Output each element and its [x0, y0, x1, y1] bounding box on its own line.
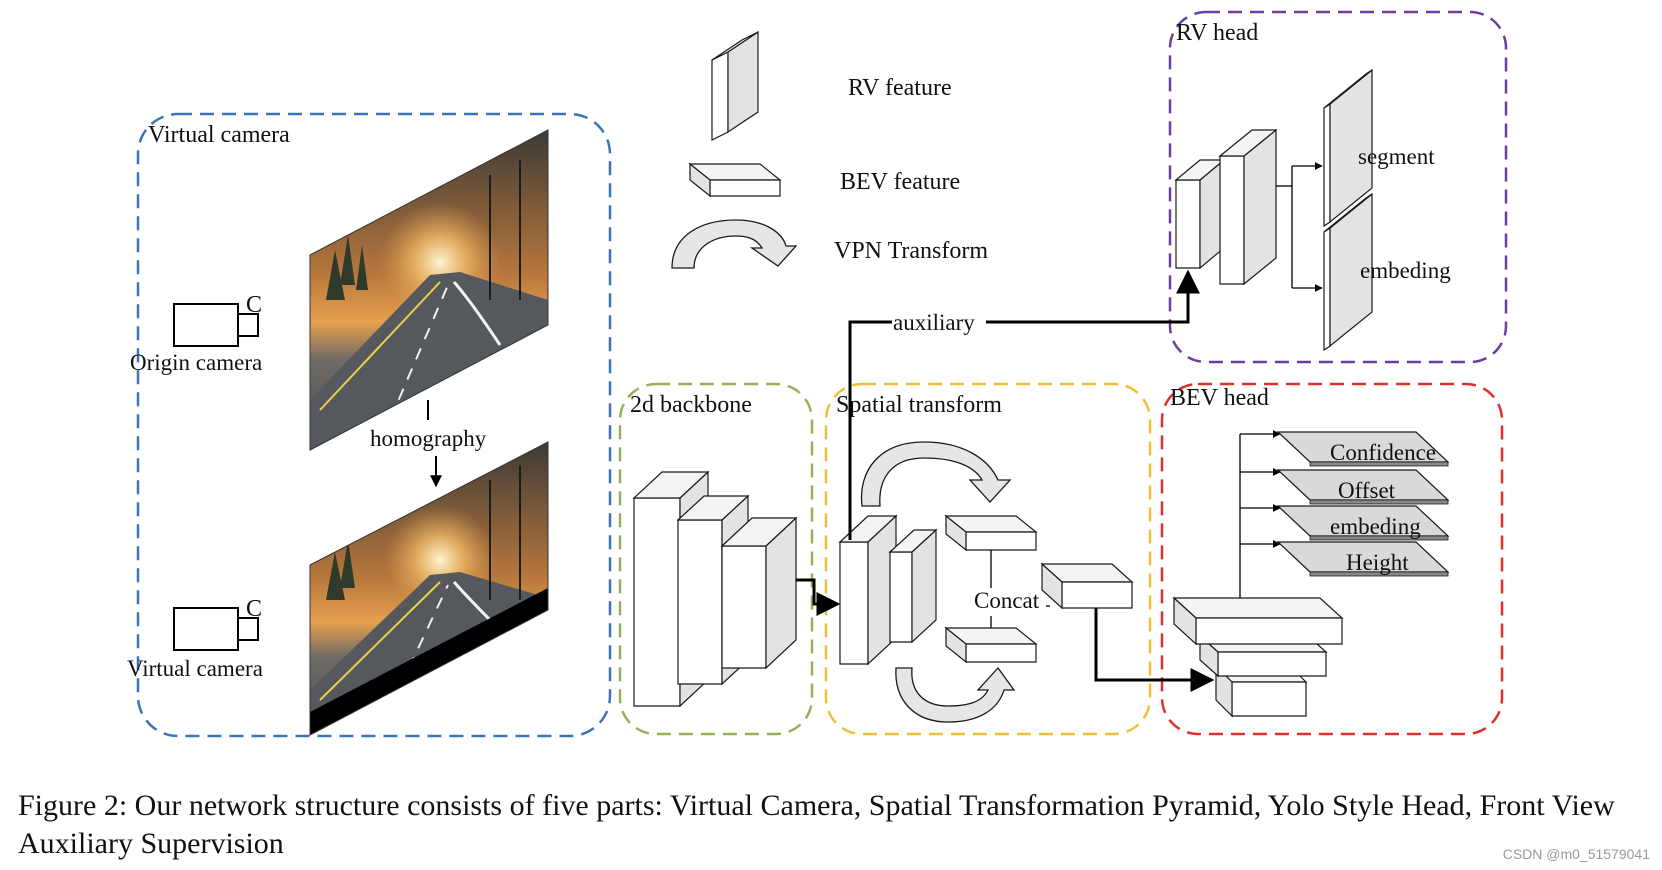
- bev-head-block-1: [1172, 596, 1344, 646]
- legend-vpn-transform-icon: [671, 219, 798, 269]
- bev-output-embeding-label: embeding: [1330, 514, 1421, 539]
- backbone-to-spatial-arrow: [796, 578, 841, 616]
- bev-output-embeding-plane: [1276, 505, 1450, 541]
- virtual-camera-icon: [173, 607, 259, 651]
- rv-head-frame: [1168, 10, 1508, 364]
- origin-camera-label: Origin camera: [130, 350, 262, 375]
- bev-output-offset-label: Offset: [1338, 478, 1396, 503]
- virtual-camera-title: Virtual camera: [148, 122, 290, 148]
- bev-head-title: BEV head: [1170, 385, 1269, 411]
- rv-head-block-2: [1218, 128, 1278, 286]
- legend-rv-feature-icon: [711, 30, 759, 141]
- virtual-image-border: [310, 588, 548, 735]
- backbone-block-3: [720, 516, 798, 670]
- backbone-title: 2d backbone: [630, 392, 752, 418]
- vpn-transform-arrow-top: [860, 441, 1012, 507]
- rv-head-title: RV head: [1176, 20, 1258, 46]
- spatial-bev-feature-bottom: [944, 626, 1038, 664]
- origin-camera-icon: [173, 303, 259, 347]
- legend-bev-feature-label: BEV feature: [840, 169, 960, 195]
- auxiliary-label: auxiliary: [893, 310, 975, 335]
- bev-head-frame: [1160, 382, 1504, 736]
- legend-vpn-transform-label: VPN Transform: [834, 238, 988, 264]
- rv-output-segment-block: [1323, 68, 1373, 228]
- bev-output-confidence-plane: [1276, 431, 1450, 467]
- rv-output-segment-label: segment: [1358, 144, 1435, 169]
- backbone-frame: [618, 382, 814, 736]
- spatial-rv-block-1: [838, 514, 898, 666]
- vpn-transform-arrow-bottom: [895, 666, 1016, 723]
- origin-camera-image: [310, 130, 548, 450]
- virtual-camera-frame: [136, 112, 612, 738]
- bev-output-height-label: Height: [1346, 550, 1409, 575]
- origin-camera-letter: C: [246, 292, 262, 318]
- spatial-rv-block-2: [888, 528, 938, 644]
- spatial-to-bev-head-arrow: [1094, 608, 1215, 692]
- figure-caption: Figure 2: Our network structure consists…: [18, 789, 1615, 860]
- spatial-transform-title: Spatial transform: [836, 392, 1002, 418]
- watermark: CSDN @m0_51579041: [1502, 846, 1650, 862]
- rv-head-block-1: [1174, 158, 1226, 270]
- bev-output-offset-plane: [1276, 469, 1450, 505]
- bev-output-confidence-label: Confidence: [1330, 440, 1436, 465]
- rv-output-embeding-block: [1323, 192, 1373, 352]
- legend-bev-feature-icon: [688, 162, 782, 198]
- homography-label: homography: [370, 426, 487, 451]
- rv-output-embeding-label: embeding: [1360, 258, 1451, 283]
- bev-output-height-plane: [1276, 541, 1450, 577]
- concat-output-feature: [1040, 562, 1134, 610]
- spatial-transform-frame: [824, 382, 1152, 736]
- concat-label: Concat: [974, 588, 1040, 613]
- spatial-bev-feature-top: [944, 514, 1038, 552]
- auxiliary-arrow: [848, 269, 1200, 540]
- legend-rv-feature-label: RV feature: [848, 75, 952, 101]
- virtual-camera-letter: C: [246, 596, 262, 622]
- virtual-camera-label: Virtual camera: [127, 656, 263, 681]
